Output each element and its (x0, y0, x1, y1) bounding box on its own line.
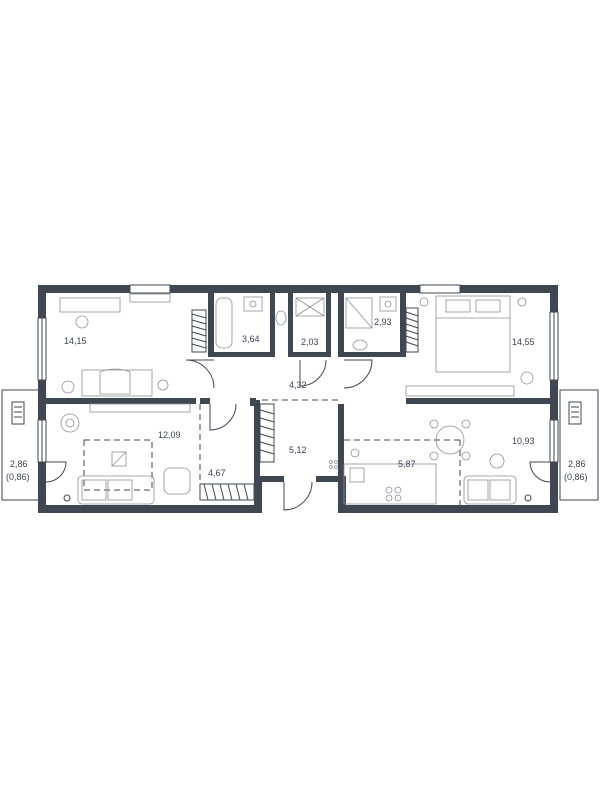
area-label-bedroom-right: 14,55 (512, 337, 535, 347)
furniture-living-left (60, 403, 191, 505)
outer-walls (38, 285, 558, 513)
area-label-balcony-right-reduced: (0,86) (564, 472, 588, 482)
area-label-balcony-left: 2,86 (10, 459, 28, 469)
area-label-balcony-left-reduced: (0,86) (6, 472, 30, 482)
area-label-shower-room: 2,93 (374, 317, 392, 327)
wardrobes (191, 307, 419, 501)
area-label-bathroom: 3,64 (242, 334, 260, 344)
balcony-left (1, 389, 71, 502)
furniture-bedroom-right (405, 295, 534, 397)
area-labels: 14,15 12,09 4,67 3,64 2,03 4,32 5,12 2,9… (6, 317, 588, 482)
furniture-kitchen (329, 419, 517, 505)
balcony-right (524, 389, 599, 502)
area-label-corridor: 5,12 (289, 445, 307, 455)
doors (45, 359, 551, 511)
area-label-bedroom-left: 14,15 (64, 336, 87, 346)
area-label-balcony-right: 2,86 (568, 459, 586, 469)
area-label-toilet: 2,03 (301, 337, 319, 347)
furniture-bedroom-left (59, 293, 171, 397)
furniture-bathrooms (215, 296, 397, 351)
area-label-hall: 4,32 (289, 380, 307, 390)
interior-walls (46, 293, 550, 484)
area-label-kitchen: 5,87 (398, 459, 416, 469)
area-label-wardrobe: 4,67 (208, 468, 226, 478)
zone-lines (83, 399, 461, 505)
area-label-living-left: 12,09 (158, 430, 181, 440)
windows (37, 284, 559, 463)
area-label-dining: 10,93 (512, 436, 535, 446)
